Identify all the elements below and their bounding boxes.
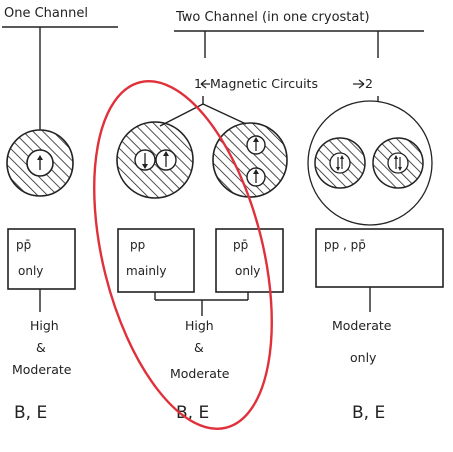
box-3-line-1: pp̄ — [233, 238, 248, 252]
box-1-line-1: pp̄ — [16, 238, 31, 252]
magnetic-circuit-number-2: 2 — [365, 76, 373, 91]
box-cryostat — [315, 228, 444, 288]
energy-3-line-1: Moderate — [332, 318, 392, 333]
heading-one-channel: One Channel — [4, 6, 88, 21]
highlight-ellipse — [93, 80, 273, 430]
circuit-1-branch-right — [202, 103, 247, 125]
energy-2-line-3: Moderate — [170, 366, 230, 381]
magnetic-arrow-head — [200, 79, 207, 89]
energy-1-line-1: High — [30, 318, 59, 333]
magnetic-circuit-number-1: 1 — [194, 76, 202, 91]
magnetic-arrow-right-head — [358, 79, 365, 89]
energy-3-line-2: only — [350, 350, 377, 365]
magnet-cryostat-two-bore — [307, 100, 433, 226]
heading-two-channel: Two Channel (in one cryostat) — [175, 10, 370, 25]
box-single-channel — [7, 228, 76, 290]
box-2-line-2: mainly — [126, 264, 166, 278]
magnet-two-bore-vertical — [212, 122, 288, 198]
magnet-single-channel — [6, 129, 74, 197]
energy-1-line-3: Moderate — [12, 362, 72, 377]
box-two-channel-b — [215, 228, 284, 293]
box-2-line-1: pp — [130, 238, 145, 252]
box-two-channel-a — [117, 228, 195, 293]
box-3-line-2: only — [235, 264, 260, 278]
energy-2-line-2: & — [194, 340, 204, 355]
energy-1-line-2: & — [36, 340, 46, 355]
magnetic-circuits-label: Magnetic Circuits — [210, 76, 318, 91]
experiments-3: B, E — [352, 403, 385, 423]
experiments-1: B, E — [14, 403, 47, 423]
circuit-1-branch-left — [159, 103, 204, 127]
energy-2-line-1: High — [185, 318, 214, 333]
box-4-line-1: pp , pp̄ — [324, 238, 366, 252]
magnet-two-bore-horizontal — [116, 121, 194, 199]
box-1-line-2: only — [18, 264, 43, 278]
experiments-2: B, E — [176, 403, 209, 423]
